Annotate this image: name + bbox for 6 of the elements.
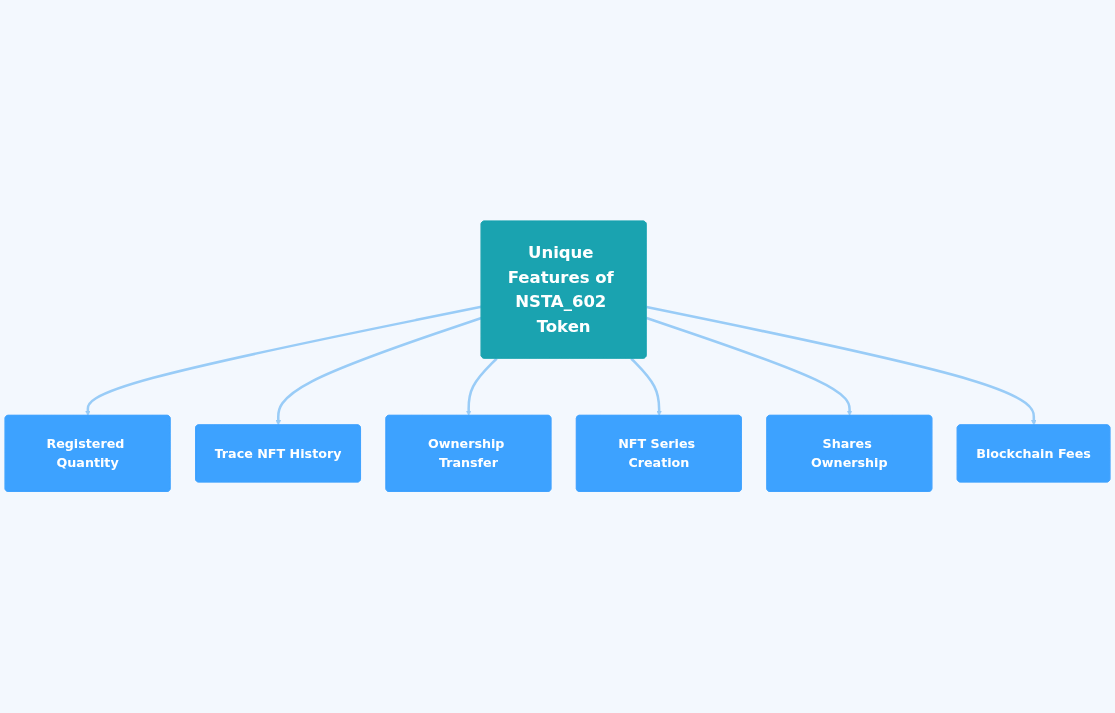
arrow — [646, 317, 853, 417]
arrow — [630, 357, 662, 417]
arrow — [465, 357, 498, 417]
arrow — [646, 305, 1037, 426]
arrow — [275, 317, 482, 426]
arrow — [85, 305, 482, 417]
